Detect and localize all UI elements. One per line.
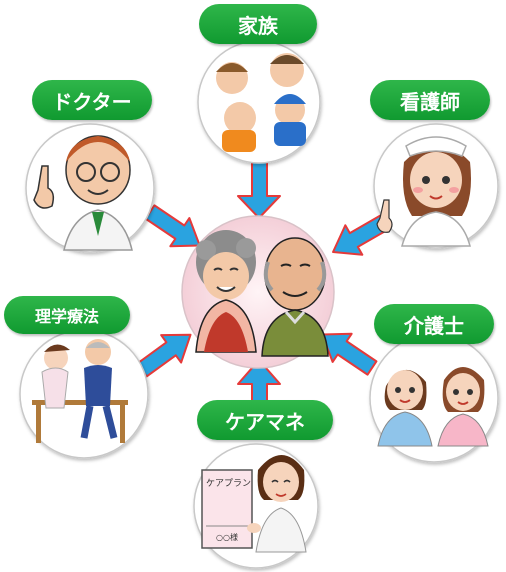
arrow-therapist [136, 333, 192, 378]
nurse-icon [376, 136, 471, 247]
center-elderly-couple [181, 215, 335, 369]
arrow-doctor [144, 204, 201, 248]
family-icon [216, 53, 306, 152]
label-family: 家族 [199, 4, 317, 44]
caregiver-icon [377, 367, 489, 447]
nurse-node [373, 123, 499, 249]
care-plan-title: ケアプラン [206, 478, 251, 489]
grandfather-icon [261, 237, 329, 357]
arrow-caregiver [321, 332, 378, 376]
label-care-manager: ケアマネ [197, 400, 333, 440]
label-nurse: 看護師 [370, 80, 490, 120]
label-doctor: ドクター [32, 80, 152, 120]
care-plan-name-line: ○○様 [216, 532, 238, 542]
label-caregiver: 介護士 [374, 304, 494, 344]
caregiver-node [369, 333, 499, 463]
doctor-icon [33, 135, 133, 251]
care-plan-document-icon: ケアプラン ○○様 [201, 469, 253, 549]
arrow-family [237, 157, 281, 219]
family-node [197, 40, 321, 164]
label-therapist: 理学療法 [4, 296, 130, 334]
arrow-nurse [332, 214, 390, 256]
therapist-icon [32, 339, 128, 443]
doctor-node [25, 123, 155, 253]
therapist-node [19, 329, 149, 459]
care-manager-node: ケアプラン ○○様 [193, 443, 319, 569]
grandmother-icon [195, 230, 257, 353]
care-manager-icon [247, 455, 307, 553]
